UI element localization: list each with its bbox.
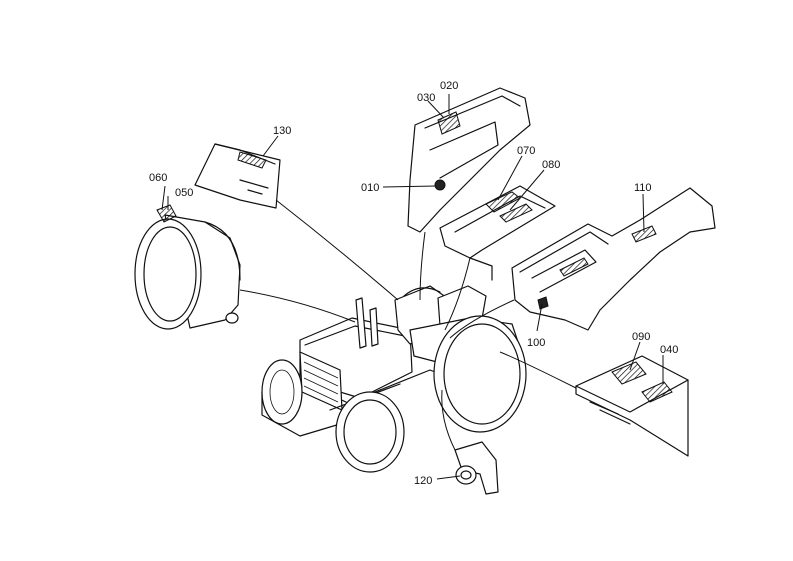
- knob-bracket-part: [454, 441, 499, 495]
- callout-040: 040: [660, 344, 678, 356]
- lamp-housing-part: [134, 214, 241, 330]
- assembly-lines: [239, 199, 577, 451]
- callout-leaders: [161, 94, 664, 480]
- callout-030: 030: [417, 92, 435, 104]
- fender-cover-part: [407, 87, 531, 233]
- callout-010: 010: [361, 182, 379, 194]
- callout-labels: 010 020 030 040 050 060 070 080 090 100 …: [149, 80, 678, 487]
- callout-080: 080: [542, 159, 560, 171]
- bracket-box-part: [194, 143, 281, 209]
- floor-plate-part: [575, 355, 689, 457]
- front-wheel-left: [261, 359, 303, 425]
- callout-130: 130: [273, 125, 291, 137]
- rear-wheel: [433, 315, 527, 433]
- callout-070: 070: [517, 145, 535, 157]
- callout-100: 100: [527, 337, 545, 349]
- callout-060: 060: [149, 172, 167, 184]
- callout-090: 090: [632, 331, 650, 343]
- callout-050: 050: [175, 187, 193, 199]
- callout-110: 110: [634, 182, 652, 194]
- right-fender-part: [511, 187, 716, 331]
- callout-020: 020: [440, 80, 458, 92]
- front-wheel-right: [335, 391, 405, 473]
- callout-120: 120: [414, 475, 432, 487]
- step-plate-part: [439, 185, 556, 281]
